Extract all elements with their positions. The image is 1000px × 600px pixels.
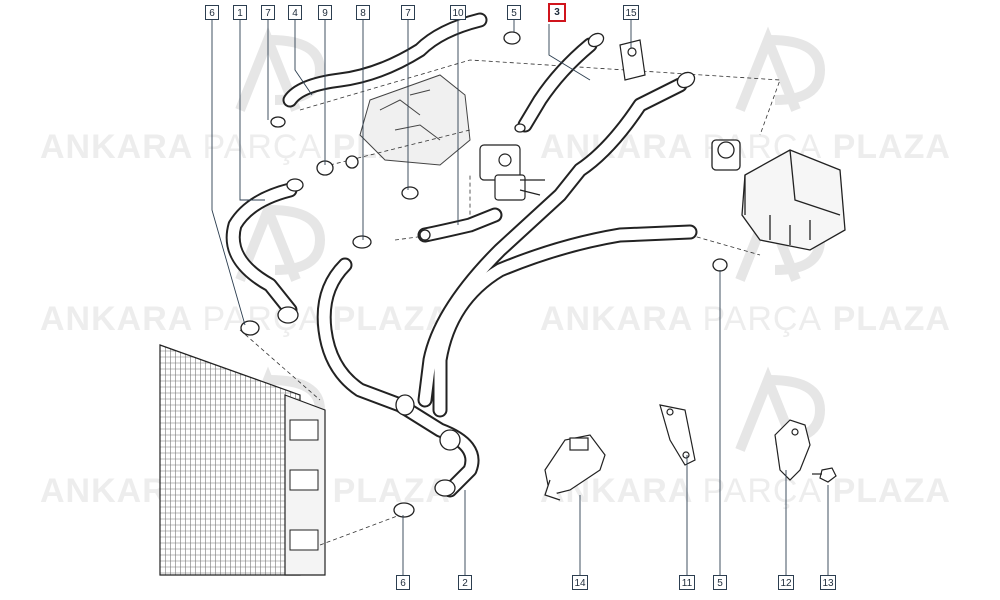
hose-fittings bbox=[277, 32, 696, 497]
callout-13: 13 bbox=[820, 575, 836, 590]
bracket-14 bbox=[544, 434, 606, 501]
engine-block bbox=[359, 74, 471, 166]
callout-7-mid: 7 bbox=[401, 5, 415, 20]
bracket-15 bbox=[619, 39, 646, 81]
callout-10: 10 bbox=[450, 5, 466, 20]
callout-3-highlighted: 3 bbox=[548, 3, 566, 22]
hose-outlines bbox=[225, 12, 698, 498]
callout-6-bottom: 6 bbox=[396, 575, 410, 590]
expansion-tank bbox=[711, 139, 846, 251]
valve-housing bbox=[479, 144, 545, 201]
callout-5-top: 5 bbox=[507, 5, 521, 20]
callout-11: 11 bbox=[679, 575, 695, 590]
watermark: ANKARA PARÇA PLAZA bbox=[540, 300, 951, 338]
watermark: ANKARA PARÇA PLAZA bbox=[40, 300, 451, 338]
callout-9: 9 bbox=[318, 5, 332, 20]
callout-14: 14 bbox=[572, 575, 588, 590]
callout-5-bottom: 5 bbox=[713, 575, 727, 590]
callout-4: 4 bbox=[288, 5, 302, 20]
callout-2: 2 bbox=[458, 575, 472, 590]
callout-15: 15 bbox=[623, 5, 639, 20]
callout-8: 8 bbox=[356, 5, 370, 20]
callout-1: 1 bbox=[233, 5, 247, 20]
callout-6-top: 6 bbox=[205, 5, 219, 20]
bracket-12 bbox=[774, 419, 811, 481]
watermark-logo-icon bbox=[235, 26, 826, 452]
callout-7-left: 7 bbox=[261, 5, 275, 20]
bracket-11 bbox=[659, 404, 696, 466]
leader-lines bbox=[211, 20, 829, 575]
bolt-13 bbox=[812, 467, 837, 483]
hose-clamps bbox=[240, 31, 728, 518]
radiator bbox=[159, 344, 326, 576]
callout-12: 12 bbox=[778, 575, 794, 590]
